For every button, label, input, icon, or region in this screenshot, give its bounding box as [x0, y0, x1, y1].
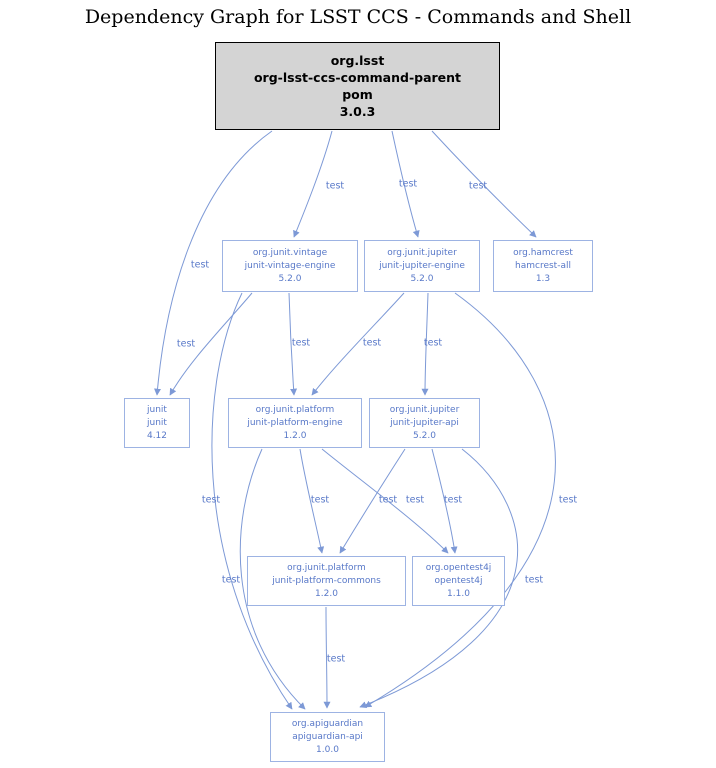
node-junit-vintage-engine: org.junit.vintage junit-vintage-engine 5… — [222, 240, 358, 292]
edge-label: test — [443, 494, 463, 506]
edge-label: test — [398, 178, 418, 190]
edge-label: test — [310, 494, 330, 506]
edge-label: test — [221, 574, 241, 586]
edge-platform-engine-to-opentest4j — [321, 448, 449, 554]
edge-label: test — [201, 494, 221, 506]
edge-label: test — [362, 337, 382, 349]
node-version: 5.2.0 — [410, 273, 434, 284]
edge-label: test — [524, 574, 544, 586]
edge-jupiter-api-to-apiguardian — [359, 448, 519, 708]
edge-vintage-to-platform-engine — [288, 292, 298, 396]
edge-label: test — [325, 180, 345, 192]
node-apiguardian-api: org.apiguardian apiguardian-api 1.0.0 — [270, 712, 385, 762]
node-artifact-id: opentest4j — [434, 575, 483, 586]
node-group-id: org.hamcrest — [513, 247, 573, 258]
edge-jupiter-engine-to-platform-engine — [311, 292, 405, 396]
node-junit-platform-commons: org.junit.platform junit-platform-common… — [247, 556, 406, 606]
node-org-lsst-ccs-command-parent: org.lsst org-lsst-ccs-command-parent pom… — [215, 42, 500, 130]
edge-platform-engine-to-apiguardian — [239, 448, 306, 710]
node-version: 5.2.0 — [413, 430, 436, 441]
node-group-id: org.junit.jupiter — [389, 404, 460, 415]
node-version: 5.2.0 — [278, 273, 302, 284]
node-junit: junit junit 4.12 — [124, 398, 190, 448]
edge-label: test — [405, 494, 425, 506]
edge-vintage-to-apiguardian — [211, 292, 293, 710]
node-artifact-id: junit-jupiter-engine — [379, 260, 465, 271]
node-version: 4.12 — [146, 430, 168, 441]
node-version: 1.2.0 — [283, 430, 307, 441]
node-version: 1.0.0 — [316, 744, 339, 755]
edge-label: test — [176, 338, 196, 350]
node-artifact-id: junit — [147, 417, 167, 428]
node-packaging: pom — [342, 87, 373, 102]
edge-label: test — [378, 494, 398, 506]
edge-vintage-to-junit — [169, 292, 253, 396]
edge-platform-commons-to-apiguardian — [323, 606, 331, 709]
edge-jupiter-engine-to-apiguardian — [364, 292, 556, 708]
node-artifact-id: apiguardian-api — [292, 731, 363, 742]
edge-root-to-vintage-engine — [293, 130, 333, 238]
edge-root-to-jupiter-engine — [391, 130, 420, 238]
node-version: 1.2.0 — [315, 588, 338, 599]
node-version: 3.0.3 — [339, 104, 376, 119]
node-opentest4j: org.opentest4j opentest4j 1.1.0 — [412, 556, 505, 606]
node-group-id: org.opentest4j — [425, 562, 492, 573]
edge-label: test — [326, 653, 346, 665]
edge-jupiter-api-to-platform-commons — [339, 448, 406, 554]
node-artifact-id: junit-platform-engine — [247, 417, 343, 428]
edge-platform-engine-to-platform-commons — [299, 448, 325, 554]
node-junit-jupiter-engine: org.junit.jupiter junit-jupiter-engine 5… — [364, 240, 480, 292]
node-artifact-id: junit-platform-commons — [272, 575, 381, 586]
node-version: 1.3 — [535, 273, 551, 284]
edge-label: test — [423, 337, 443, 349]
node-group-id: org.lsst — [330, 53, 385, 68]
node-group-id: org.junit.platform — [255, 404, 335, 415]
edge-root-to-junit — [154, 130, 273, 396]
node-artifact-id: junit-vintage-engine — [244, 260, 336, 271]
node-group-id: junit — [147, 404, 167, 415]
edge-root-to-hamcrest — [431, 130, 537, 238]
edge-jupiter-engine-to-jupiter-api — [421, 292, 429, 396]
node-junit-platform-engine: org.junit.platform junit-platform-engine… — [228, 398, 362, 448]
node-version: 1.1.0 — [447, 588, 470, 599]
node-hamcrest-all: org.hamcrest hamcrest-all 1.3 — [493, 240, 593, 292]
edge-label: test — [558, 494, 578, 506]
edge-label: test — [190, 259, 210, 271]
node-group-id: org.junit.vintage — [252, 247, 328, 258]
node-group-id: org.apiguardian — [291, 718, 364, 729]
node-artifact-id: org-lsst-ccs-command-parent — [253, 70, 462, 85]
edge-jupiter-api-to-opentest4j — [431, 448, 458, 554]
node-junit-jupiter-api: org.junit.jupiter junit-jupiter-api 5.2.… — [369, 398, 480, 448]
edge-label: test — [291, 337, 311, 349]
edge-label: test — [468, 180, 488, 192]
page-title: Dependency Graph for LSST CCS - Commands… — [84, 6, 632, 28]
node-group-id: org.junit.platform — [287, 562, 366, 573]
node-group-id: org.junit.jupiter — [387, 247, 457, 258]
node-artifact-id: hamcrest-all — [515, 260, 571, 271]
node-artifact-id: junit-jupiter-api — [390, 417, 459, 428]
